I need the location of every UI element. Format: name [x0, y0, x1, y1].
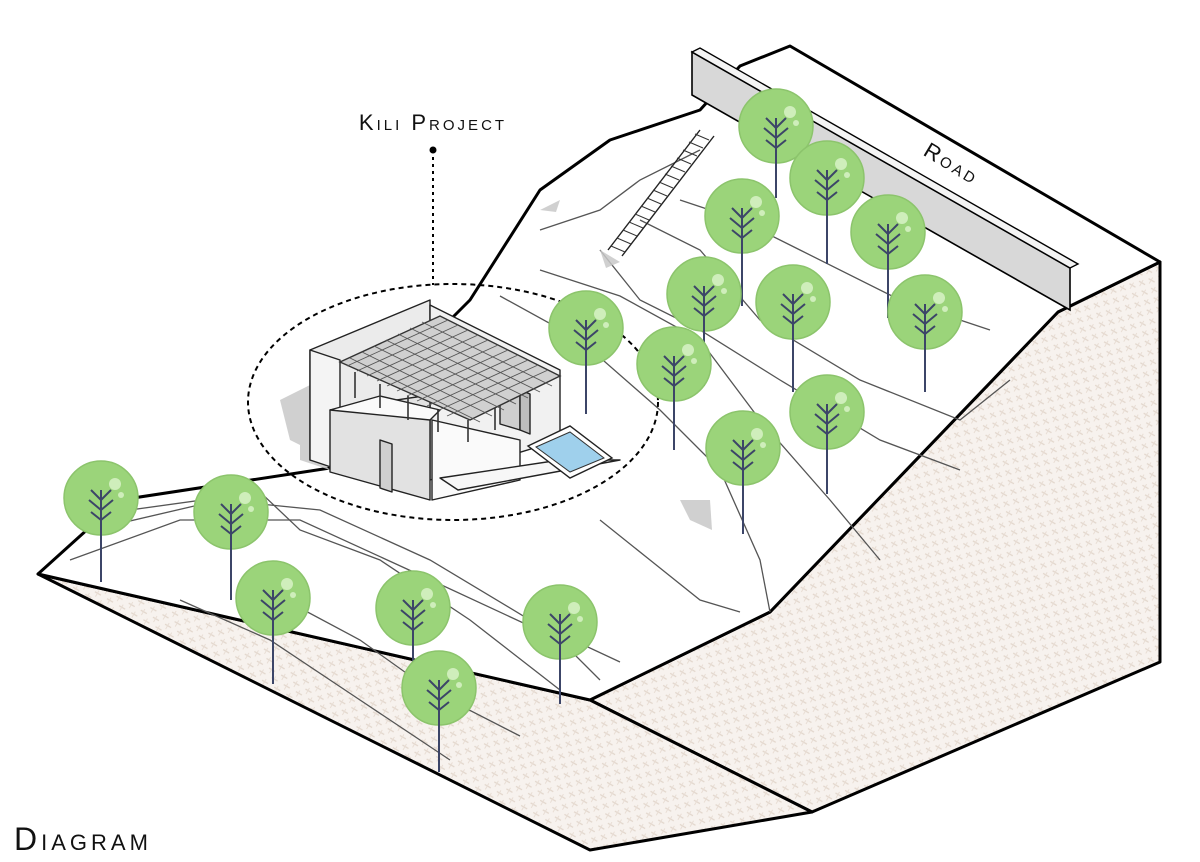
- tree: [375, 570, 451, 700]
- trees: [63, 88, 963, 772]
- tree: [887, 274, 963, 392]
- tree: [704, 178, 780, 306]
- tree: [522, 584, 598, 704]
- project-leader-dot: [429, 146, 437, 154]
- tree: [235, 560, 311, 684]
- tree: [705, 410, 781, 534]
- tree: [789, 140, 865, 264]
- tree: [755, 264, 831, 392]
- pergola-roof: [338, 315, 562, 442]
- tree: [193, 474, 269, 600]
- tree: [63, 460, 139, 582]
- tree: [401, 650, 477, 772]
- tree: [850, 194, 926, 318]
- tree: [548, 290, 624, 414]
- diagram-caption: Diagram: [14, 821, 152, 857]
- project-focus-ellipse: [247, 283, 659, 521]
- pool: [526, 425, 614, 479]
- contour-lines: [69, 149, 1011, 761]
- tree: [789, 374, 865, 494]
- tree: [666, 256, 742, 386]
- tree: [636, 326, 712, 450]
- tree: [738, 88, 814, 198]
- project-label: Kili Project: [359, 110, 507, 135]
- site-stairs: [607, 129, 715, 257]
